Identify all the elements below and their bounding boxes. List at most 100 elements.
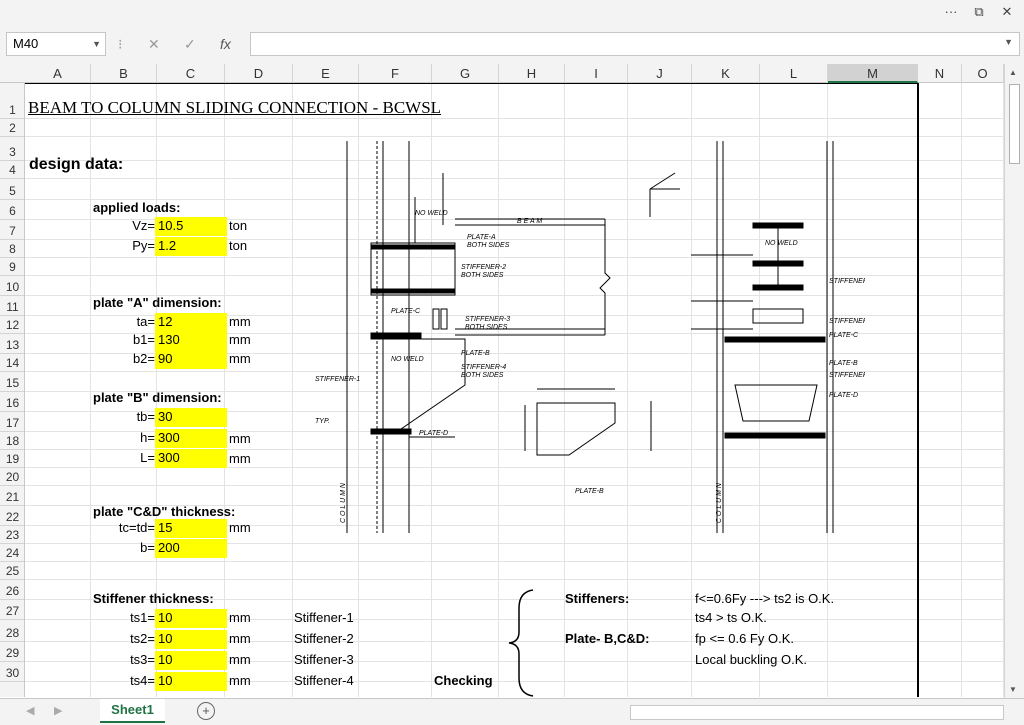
column-header-g[interactable]: G <box>432 64 499 83</box>
ts2-value[interactable]: 10 <box>155 630 227 649</box>
formula-input[interactable]: ▼ <box>250 32 1020 56</box>
column-header-c[interactable]: C <box>157 64 225 83</box>
sheet-grid[interactable]: BEAM TO COLUMN SLIDING CONNECTION - BCWS… <box>25 83 1004 697</box>
chevron-down-icon[interactable]: ▼ <box>92 39 101 49</box>
column-header-h[interactable]: H <box>499 64 565 83</box>
row-header-21[interactable]: 21 <box>0 486 24 506</box>
column-header-b[interactable]: B <box>91 64 157 83</box>
row-header-22[interactable]: 22 <box>0 506 24 526</box>
drawing-plate-b-label: PLATE-B <box>461 350 490 357</box>
tab-sheet1[interactable]: Sheet1 <box>100 699 165 723</box>
drawing-beam-label: B E A M <box>517 218 542 225</box>
next-sheet-icon[interactable]: ▶ <box>54 705 63 717</box>
column-header-o[interactable]: O <box>962 64 1004 83</box>
row-header-6[interactable]: 6 <box>0 200 24 220</box>
name-box[interactable]: M40▼ <box>6 32 106 56</box>
vz-value[interactable]: 10.5 <box>155 217 227 236</box>
row-header-27[interactable]: 27 <box>0 600 24 620</box>
row-header-24[interactable]: 24 <box>0 544 24 562</box>
row-gridline <box>25 371 1004 372</box>
ts3-label: ts3= <box>130 652 155 667</box>
h-label: h= <box>140 430 155 445</box>
column-header-e[interactable]: E <box>293 64 359 83</box>
column-header-d[interactable]: D <box>225 64 293 83</box>
horizontal-scrollbar[interactable] <box>630 705 1004 720</box>
expand-formula-icon[interactable]: ▼ <box>1004 37 1013 47</box>
row-header-4[interactable]: 4 <box>0 161 24 179</box>
column-header-i[interactable]: I <box>565 64 628 83</box>
row-gridline <box>25 485 1004 486</box>
drawing-no-weld-right: NO WELD <box>765 240 798 247</box>
row-header-14[interactable]: 14 <box>0 354 24 372</box>
b2-value[interactable]: 90 <box>155 350 227 369</box>
ts1-value[interactable]: 10 <box>155 609 227 628</box>
row-header-29[interactable]: 29 <box>0 642 24 662</box>
row-header-17[interactable]: 17 <box>0 412 24 432</box>
plate-check-1: fp <= 0.6 Fy O.K. <box>695 631 794 646</box>
row-header-23[interactable]: 23 <box>0 526 24 544</box>
column-header-j[interactable]: J <box>628 64 692 83</box>
row-header-10[interactable]: 10 <box>0 276 24 296</box>
column-header-k[interactable]: K <box>692 64 760 83</box>
row-header-15[interactable]: 15 <box>0 372 24 392</box>
restore-window-icon[interactable]: ⧉ <box>974 4 984 19</box>
row-header-16[interactable]: 16 <box>0 392 24 412</box>
row-header-20[interactable]: 20 <box>0 468 24 486</box>
row-header-26[interactable]: 26 <box>0 580 24 600</box>
b1-unit: mm <box>229 332 251 347</box>
scroll-down-icon[interactable]: ▼ <box>1009 685 1017 694</box>
ts3-value[interactable]: 10 <box>155 651 227 670</box>
row-gridline <box>25 619 1004 620</box>
column-header-f[interactable]: F <box>359 64 432 83</box>
py-value[interactable]: 1.2 <box>155 237 227 256</box>
vertical-scroll-thumb[interactable] <box>1009 84 1020 164</box>
enter-button[interactable]: ✓ <box>184 36 196 52</box>
drawing-stiffener-4-label: STIFFENER-4 <box>461 364 506 371</box>
column-header-l[interactable]: L <box>760 64 828 83</box>
row-gridline <box>25 257 1004 258</box>
row-gridline <box>25 449 1004 450</box>
prev-sheet-icon[interactable]: ◀ <box>26 705 35 717</box>
tc-value[interactable]: 15 <box>155 519 227 538</box>
row-gridline <box>25 661 1004 662</box>
applied-loads-heading: applied loads: <box>93 200 181 215</box>
row-header-18[interactable]: 18 <box>0 432 24 450</box>
more-options-icon[interactable]: ··· <box>944 4 958 19</box>
row-header-1[interactable]: 1 <box>0 83 24 119</box>
row-header-25[interactable]: 25 <box>0 562 24 580</box>
row-header-3[interactable]: 3 <box>0 137 24 161</box>
b-value[interactable]: 200 <box>155 539 227 558</box>
drawing-no-weld-label-2: NO WELD <box>391 356 424 363</box>
ta-value[interactable]: 12 <box>155 313 227 332</box>
row-header-19[interactable]: 19 <box>0 450 24 468</box>
insert-function-button[interactable]: fx <box>220 36 231 52</box>
ts4-value[interactable]: 10 <box>155 672 227 691</box>
row-header-9[interactable]: 9 <box>0 258 24 276</box>
row-header-5[interactable]: 5 <box>0 179 24 200</box>
row-header-7[interactable]: 7 <box>0 220 24 240</box>
row-gridline <box>25 391 1004 392</box>
close-window-icon[interactable]: ✕ <box>1001 4 1013 19</box>
row-header-30[interactable]: 30 <box>0 662 24 682</box>
scroll-up-icon[interactable]: ▲ <box>1009 68 1017 77</box>
row-header-12[interactable]: 12 <box>0 316 24 334</box>
row-header-28[interactable]: 28 <box>0 620 24 642</box>
b1-value[interactable]: 130 <box>155 331 227 350</box>
column-header-m[interactable]: M <box>828 64 918 83</box>
row-gridline <box>25 561 1004 562</box>
row-header-13[interactable]: 13 <box>0 334 24 354</box>
title-bar: ··· ⧉ ✕ <box>0 0 1024 24</box>
tb-value[interactable]: 30 <box>155 408 227 427</box>
cancel-button[interactable]: ✕ <box>148 36 160 52</box>
vertical-scrollbar[interactable]: ▲ ▼ <box>1004 64 1024 698</box>
row-header-11[interactable]: 11 <box>0 296 24 316</box>
add-sheet-button[interactable]: + <box>197 702 215 720</box>
b1-label: b1= <box>132 332 155 347</box>
row-header-2[interactable]: 2 <box>0 119 24 137</box>
column-header-n[interactable]: N <box>918 64 962 83</box>
column-header-a[interactable]: A <box>25 64 91 83</box>
row-header-8[interactable]: 8 <box>0 240 24 258</box>
h-value[interactable]: 300 <box>155 429 227 448</box>
l-value[interactable]: 300 <box>155 449 227 468</box>
